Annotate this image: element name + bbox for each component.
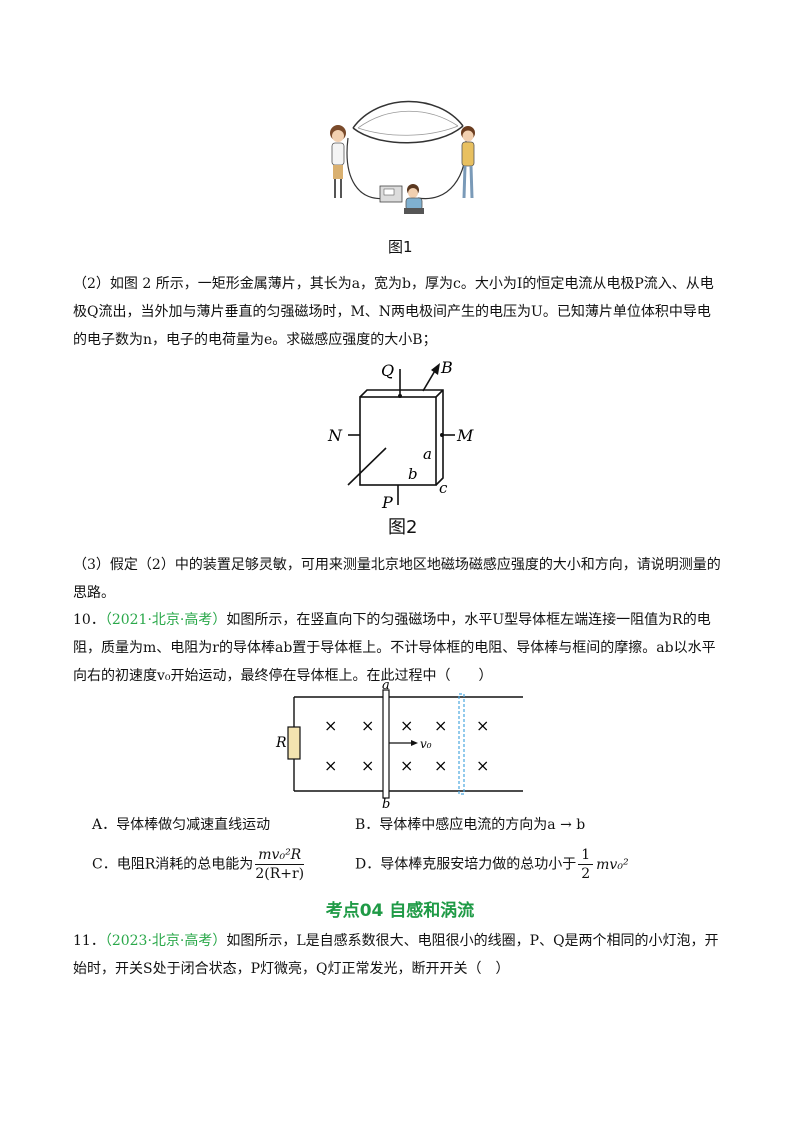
q11-number: 11． xyxy=(73,933,105,949)
q10-source-tag: （2021·北京·高考） xyxy=(104,612,227,628)
q10-option-D-text: D．导体棒克服安培力做的总功小于 xyxy=(355,856,577,873)
q11-line1-text: 如图所示，L是自感系数很大、电阻很小的线圈，P、Q是两个相同的小灯泡，开 xyxy=(226,933,719,949)
label-Q: Q xyxy=(381,361,394,380)
label-a: a xyxy=(382,680,390,693)
figure1-caption: 图1 xyxy=(388,238,413,256)
label-N: N xyxy=(327,426,343,445)
field-cross: × xyxy=(434,756,447,775)
label-B: B xyxy=(440,358,453,377)
field-cross: × xyxy=(434,716,447,735)
q9-part2-line: 的电子数为n，电子的电荷量为e。求磁感应强度的大小B； xyxy=(73,332,437,348)
q10-number: 10． xyxy=(73,612,105,628)
fraction-numerator: 1 xyxy=(578,846,594,865)
q11-line1: 11．（2023·北京·高考）如图所示，L是自感系数很大、电阻很小的线圈，P、Q… xyxy=(73,927,733,955)
label-a: a xyxy=(423,445,432,463)
field-cross: × xyxy=(324,716,337,735)
field-cross: × xyxy=(400,756,413,775)
q10-text: 10．（2021·北京·高考）如图所示，在竖直向下的匀强磁场中，水平U型导体框左… xyxy=(73,606,733,690)
field-cross: × xyxy=(324,756,337,775)
q9-part3-line: 思路。 xyxy=(73,585,115,601)
field-cross: × xyxy=(476,756,489,775)
label-R: R xyxy=(275,735,287,751)
q10-option-D-suffix: mv₀² xyxy=(596,856,629,873)
field-cross: × xyxy=(400,716,413,735)
q10-line1: 10．（2021·北京·高考）如图所示，在竖直向下的匀强磁场中，水平U型导体框左… xyxy=(73,606,733,634)
q10-option-B[interactable]: B．导体棒中感应电流的方向为a → b xyxy=(355,817,586,833)
q10-line2: 阻，质量为m、电阻为r的导体棒ab置于导体框上。不计导体框的电阻、导体棒与框间的… xyxy=(73,640,716,656)
q11-line2: 始时，开关S处于闭合状态，P灯微亮，Q灯正常发光，断开开关（ ） xyxy=(73,961,510,977)
q10-circuit-diagram: R a b v₀ × × × × × × × × × × xyxy=(275,680,523,810)
fraction-denominator: 2(R+r) xyxy=(255,866,305,882)
label-c: c xyxy=(439,479,448,497)
q9-part2-line: （2）如图 2 所示，一矩形金属薄片，其长为a，宽为b，厚为c。大小为I的恒定电… xyxy=(73,276,714,292)
q10-line1-text: 如图所示，在竖直向下的匀强磁场中，水平U型导体框左端连接一阻值为R的电 xyxy=(226,612,711,628)
label-P: P xyxy=(381,493,393,512)
label-v0: v₀ xyxy=(420,737,432,751)
q9-part2-line: 极Q流出，当外加与薄片垂直的匀强磁场时，M、N两电极间产生的电压为U。已知薄片单… xyxy=(73,304,711,320)
label-b: b xyxy=(408,465,418,483)
fraction-denominator: 2 xyxy=(581,866,591,882)
section-title: 考点04 自感和涡流 xyxy=(325,901,475,921)
q11-source-tag: （2023·北京·高考） xyxy=(104,933,227,949)
q9-part3-line: （3）假定（2）中的装置足够灵敏，可用来测量北京地区地磁场磁感应强度的大小和方向… xyxy=(73,557,721,573)
label-b: b xyxy=(382,797,390,810)
q10-line3: 向右的初速度v₀开始运动，最终停在导体框上。在此过程中（ ） xyxy=(73,668,493,684)
q9-part3-text: （3）假定（2）中的装置足够灵敏，可用来测量北京地区地磁场磁感应强度的大小和方向… xyxy=(73,551,733,607)
figure2-diagram: Q B N M a b c P xyxy=(327,358,474,512)
figure1-illustration xyxy=(330,100,475,214)
q10-option-A[interactable]: A．导体棒做匀减速直线运动 xyxy=(92,817,271,833)
q11-text: 11．（2023·北京·高考）如图所示，L是自感系数很大、电阻很小的线圈，P、Q… xyxy=(73,927,733,983)
field-cross: × xyxy=(361,716,374,735)
figure2-caption: 图2 xyxy=(388,517,418,538)
label-M: M xyxy=(456,426,474,445)
q9-part2-text: （2）如图 2 所示，一矩形金属薄片，其长为a，宽为b，厚为c。大小为I的恒定电… xyxy=(73,270,733,354)
field-cross: × xyxy=(361,756,374,775)
q10-option-C-text: C．电阻R消耗的总电能为 xyxy=(92,856,254,873)
fraction-numerator: mv₀²R xyxy=(255,846,305,865)
field-cross: × xyxy=(476,716,489,735)
